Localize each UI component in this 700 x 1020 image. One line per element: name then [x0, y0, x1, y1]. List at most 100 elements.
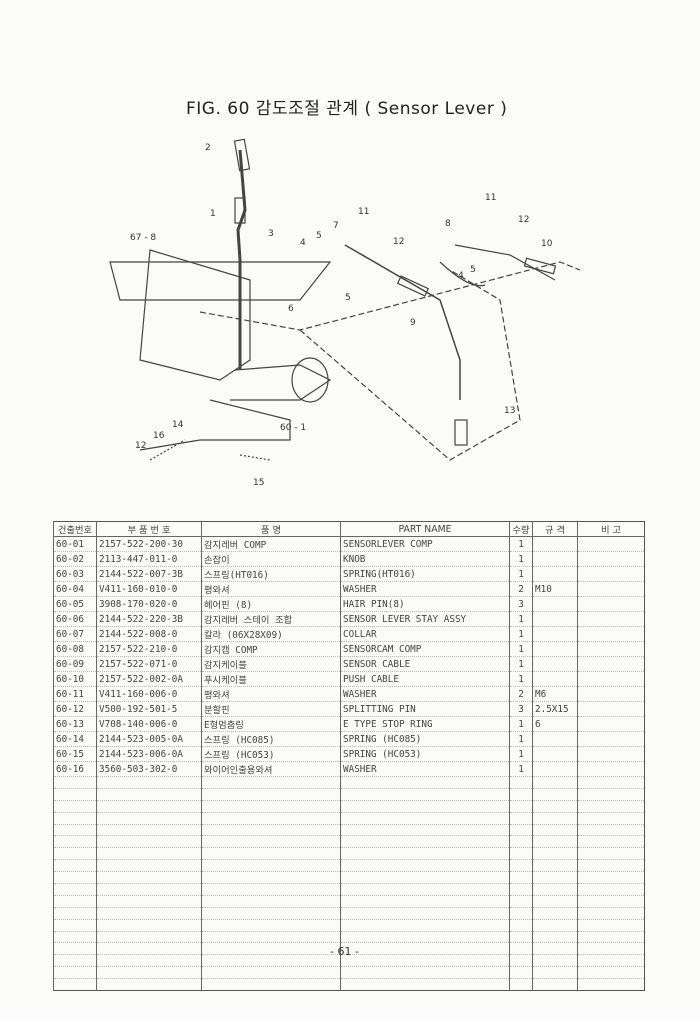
cell-qty — [509, 907, 533, 920]
cell-name-kr — [201, 907, 341, 920]
cell-ref-no — [53, 895, 97, 908]
cell-part-no: 2113-447-011-0 — [96, 551, 202, 567]
cell-ref-no: 60-12 — [53, 701, 97, 717]
cell-part-name — [340, 931, 510, 944]
cell-remarks — [577, 954, 645, 968]
cell-spec — [532, 776, 578, 789]
cell-remarks — [577, 895, 645, 908]
cell-part-no: V411-160-010-0 — [96, 581, 202, 597]
cell-remarks — [577, 776, 645, 789]
cell-part-name: SPRING (HC053) — [340, 746, 510, 762]
cell-part-no: 2144-522-220-3B — [96, 611, 202, 627]
cell-ref-no: 60-11 — [53, 686, 97, 702]
empty-table-row — [53, 859, 645, 873]
cell-name-kr — [201, 883, 341, 896]
cell-name-kr: 푸시케이블 — [201, 671, 341, 687]
cell-part-name — [340, 883, 510, 896]
cell-part-no: 3908-170-020-0 — [96, 596, 202, 612]
col-header-spec: 규 격 — [532, 521, 578, 537]
cell-part-name: COLLAR — [340, 626, 510, 642]
cell-part-no — [96, 966, 202, 980]
cell-spec — [532, 800, 578, 813]
cell-ref-no — [53, 788, 97, 801]
cell-ref-no: 60-14 — [53, 731, 97, 747]
cell-remarks — [577, 581, 645, 597]
cell-name-kr: 칼라 (06X28X09) — [201, 626, 341, 642]
cell-ref-no — [53, 907, 97, 920]
cell-name-kr — [201, 824, 341, 837]
cell-spec: 6 — [532, 716, 578, 732]
cell-part-name — [340, 788, 510, 801]
cell-spec — [532, 596, 578, 612]
empty-table-row — [53, 812, 645, 825]
cell-remarks — [577, 883, 645, 896]
cell-part-name — [340, 800, 510, 813]
cell-part-no — [96, 895, 202, 908]
cell-name-kr: 스프링(HT016) — [201, 566, 341, 582]
cell-part-no — [96, 871, 202, 885]
empty-table-row — [53, 824, 645, 837]
cell-qty — [509, 942, 533, 956]
cell-part-name: SPRING(HT016) — [340, 566, 510, 582]
empty-table-row — [53, 871, 645, 885]
cell-spec — [532, 942, 578, 956]
cell-part-no — [96, 824, 202, 837]
callout-3: 3 — [268, 229, 274, 239]
cell-part-name — [340, 776, 510, 789]
cell-remarks — [577, 536, 645, 552]
cell-part-no — [96, 954, 202, 968]
cell-qty — [509, 812, 533, 825]
cell-part-name — [340, 847, 510, 861]
cell-remarks — [577, 731, 645, 747]
cell-part-no: 2144-523-006-0A — [96, 746, 202, 762]
cell-part-no: 2157-522-200-30 — [96, 536, 202, 552]
cell-qty: 1 — [509, 551, 533, 567]
cell-remarks — [577, 611, 645, 627]
cell-name-kr: 스프링 (HC085) — [201, 731, 341, 747]
cell-qty: 1 — [509, 641, 533, 657]
cell-spec — [532, 671, 578, 687]
cell-remarks — [577, 835, 645, 849]
cell-name-kr — [201, 788, 341, 801]
cell-part-name: HAIR PIN(8) — [340, 596, 510, 612]
cell-qty: 3 — [509, 701, 533, 717]
cell-ref-no: 60-10 — [53, 671, 97, 687]
cell-name-kr — [201, 859, 341, 873]
cell-ref-no — [53, 859, 97, 873]
callout-1: 1 — [210, 209, 216, 219]
cell-qty — [509, 895, 533, 908]
cell-part-no — [96, 776, 202, 789]
cell-qty: 1 — [509, 536, 533, 552]
cell-name-kr: E형멈춤링 — [201, 716, 341, 732]
cell-name-kr: 감지레버 COMP — [201, 536, 341, 552]
cell-qty — [509, 871, 533, 885]
cell-ref-no — [53, 954, 97, 968]
cell-name-kr — [201, 800, 341, 813]
cell-part-no — [96, 859, 202, 873]
callout-11: 11 — [358, 207, 369, 217]
cell-remarks — [577, 907, 645, 920]
cell-remarks — [577, 566, 645, 582]
cell-ref-no — [53, 871, 97, 885]
cell-part-name — [340, 812, 510, 825]
empty-table-row — [53, 800, 645, 813]
cell-ref-no: 60-13 — [53, 716, 97, 732]
cell-spec — [532, 761, 578, 777]
cell-qty: 1 — [509, 656, 533, 672]
cell-part-no — [96, 847, 202, 861]
cell-spec — [532, 835, 578, 849]
cell-remarks — [577, 596, 645, 612]
cell-ref-no: 60-05 — [53, 596, 97, 612]
cell-ref-no — [53, 919, 97, 932]
cell-part-no: V708-140-006-0 — [96, 716, 202, 732]
cell-remarks — [577, 641, 645, 657]
cell-qty — [509, 931, 533, 944]
cell-part-name: SPLITTING PIN — [340, 701, 510, 717]
cell-name-kr: 감지캠 COMP — [201, 641, 341, 657]
cell-ref-no: 60-02 — [53, 551, 97, 567]
